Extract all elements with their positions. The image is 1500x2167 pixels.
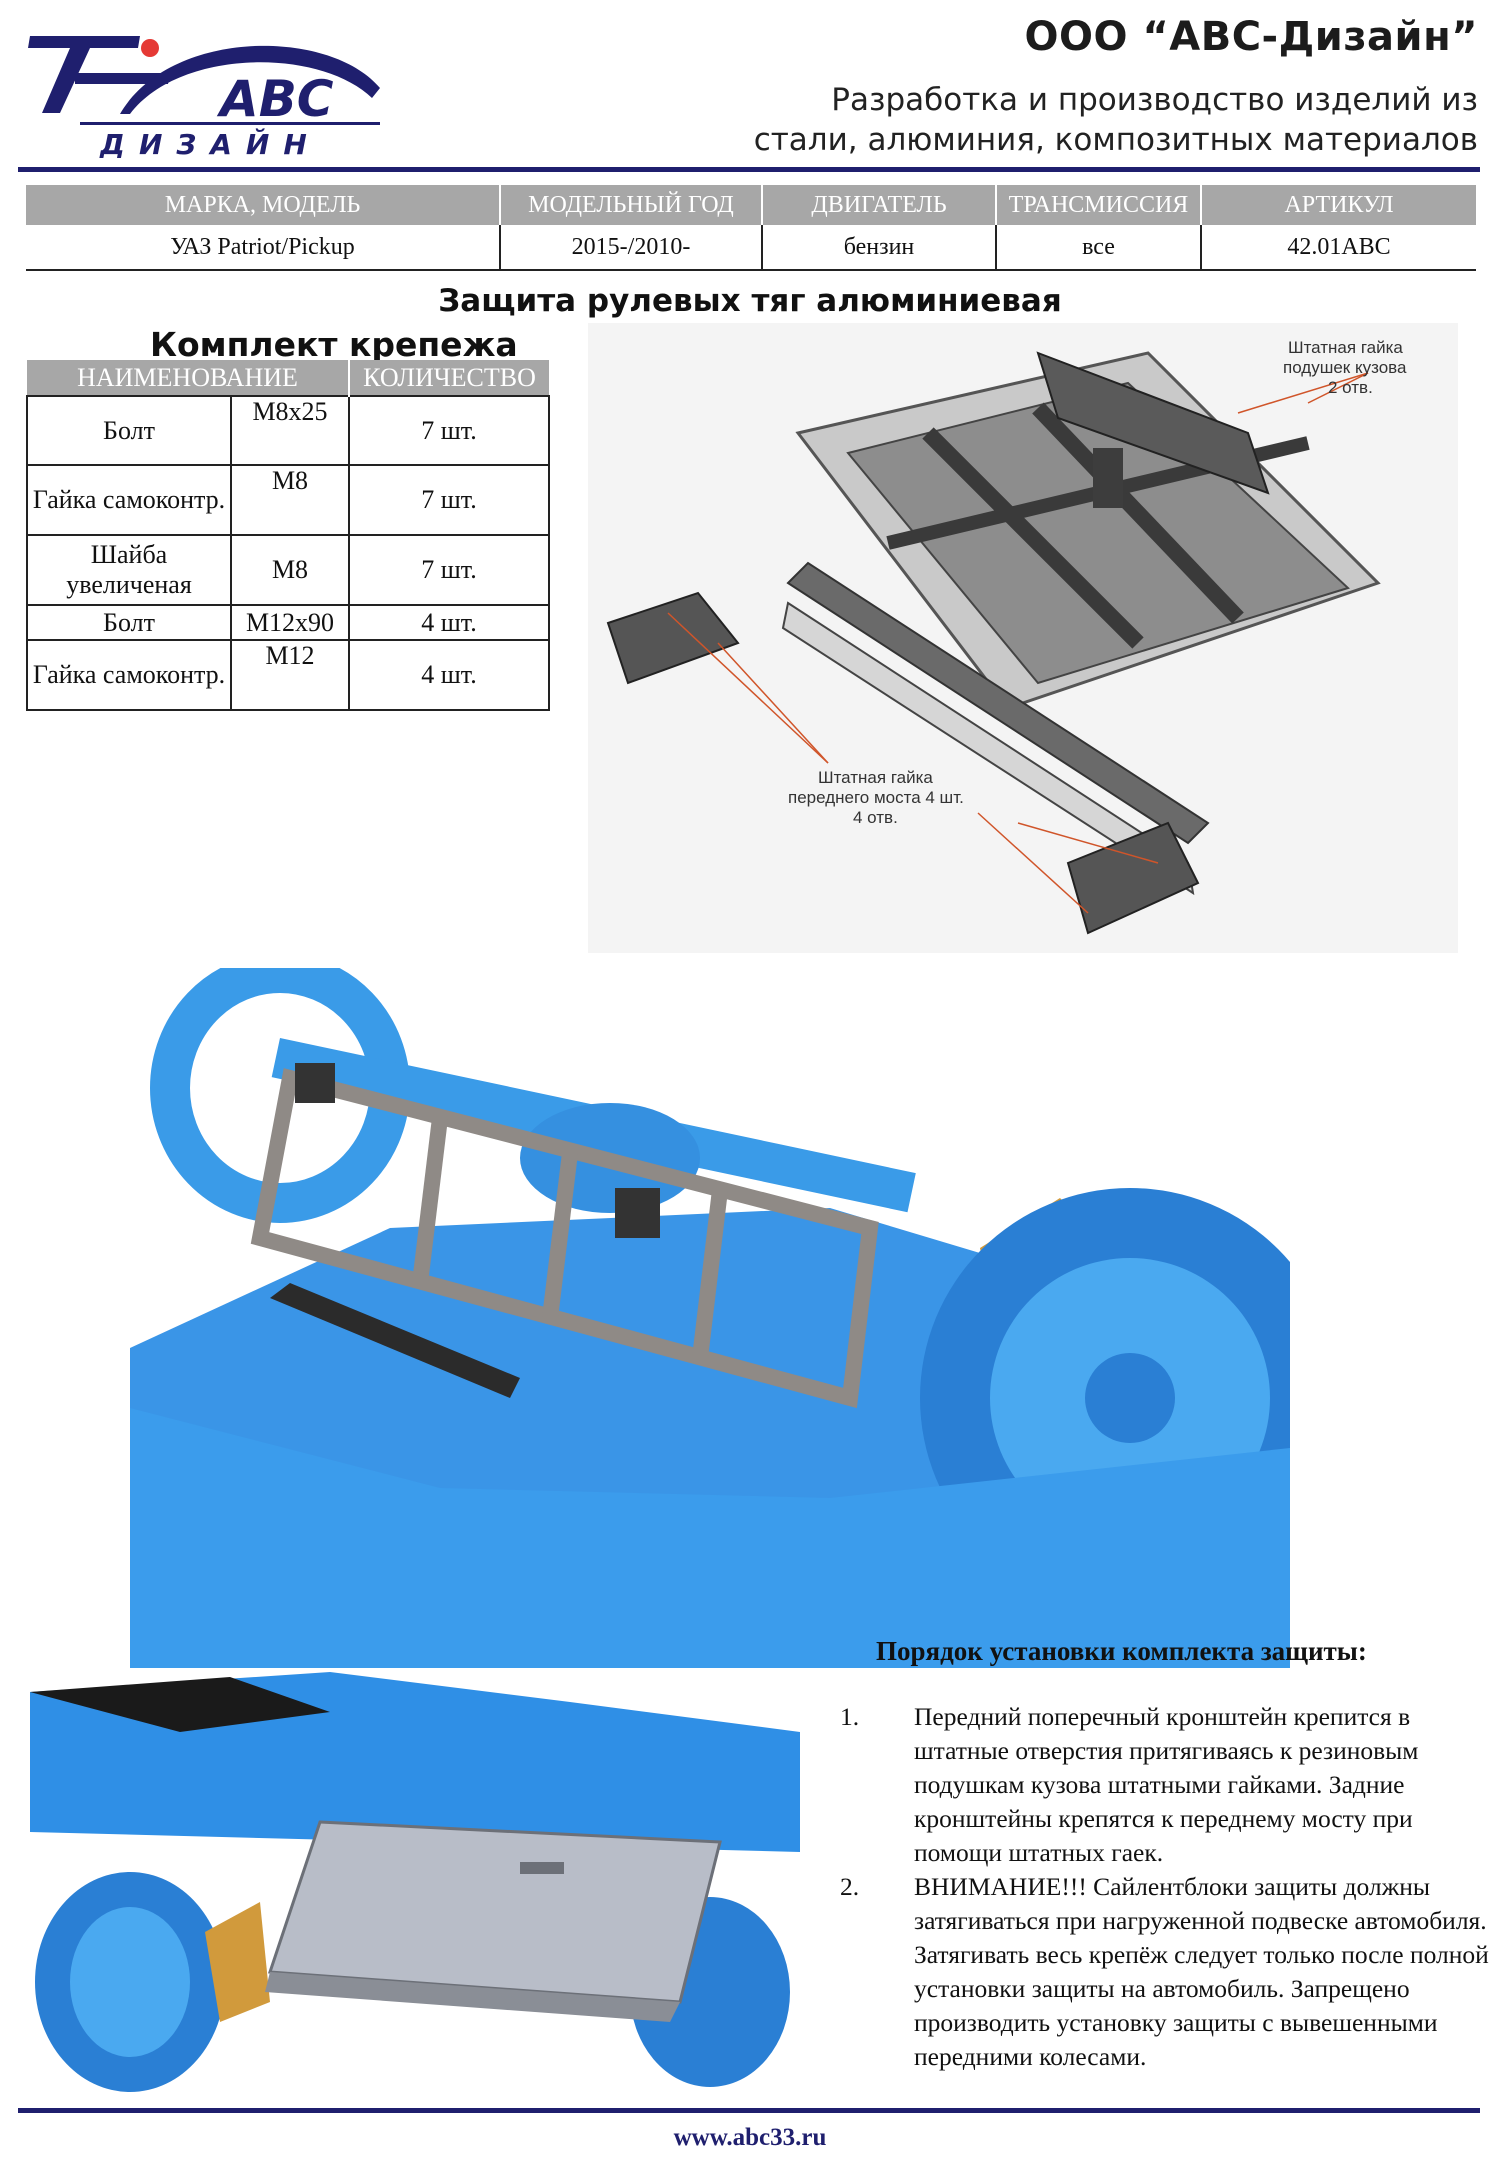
spec-cell: бензин bbox=[762, 225, 997, 270]
kit-item-size: М8х25 bbox=[230, 395, 350, 466]
header-divider bbox=[18, 167, 1480, 172]
spec-header-cell: ДВИГАТЕЛЬ bbox=[762, 185, 997, 225]
kit-item-qty: 7 шт. bbox=[348, 534, 550, 606]
company-name: ООО “АВС-Дизайн” bbox=[1024, 14, 1478, 60]
kit-item-size: М12х90 bbox=[230, 604, 350, 641]
svg-text:ABC: ABC bbox=[216, 70, 334, 128]
kit-row: Гайка самоконтр. М12 4 шт. bbox=[26, 639, 550, 711]
spec-header-row: МАРКА, МОДЕЛЬ МОДЕЛЬНЫЙ ГОД ДВИГАТЕЛЬ ТР… bbox=[26, 185, 1476, 225]
kit-table: НАИМЕНОВАНИЕ КОЛИЧЕСТВО Болт М8х25 7 шт.… bbox=[26, 360, 550, 711]
note-body-mount-3: 2 отв. bbox=[1328, 378, 1373, 397]
spec-header-cell: АРТИКУЛ bbox=[1201, 185, 1476, 225]
install-step: 2. ВНИМАНИЕ!!! Сайлентблоки защиты должн… bbox=[840, 1870, 1500, 2074]
kit-item-name: Гайка самоконтр. bbox=[26, 464, 232, 536]
step-number: 1. bbox=[840, 1702, 860, 1731]
note-body-mount-2: подушек кузова bbox=[1283, 358, 1407, 377]
kit-item-qty: 4 шт. bbox=[348, 604, 550, 641]
install-step: 1. Передний поперечный кронштейн крепитс… bbox=[840, 1700, 1500, 1870]
spec-cell: 42.01ABC bbox=[1287, 233, 1391, 260]
tagline-line-1: Разработка и производство изделий из bbox=[831, 82, 1478, 118]
kit-item-name: Болт bbox=[26, 604, 232, 641]
kit-item-qty: 7 шт. bbox=[348, 464, 550, 536]
step-text: ВНИМАНИЕ!!! Сайлентблоки защиты должны з… bbox=[914, 1872, 1489, 2071]
kit-row: Шайба увеличеная М8 7 шт. bbox=[26, 534, 550, 606]
kit-item-size: М8 bbox=[230, 464, 350, 536]
kit-item-name: Болт bbox=[26, 395, 232, 466]
spec-row: УАЗ Patriot/Pickup 2015-/2010- бензин вс… bbox=[26, 225, 1476, 270]
underbody-scan-image bbox=[130, 953, 1340, 1668]
note-axle-mount-3: 4 отв. bbox=[853, 808, 898, 827]
kit-item-name: Шайба увеличеная bbox=[26, 534, 232, 606]
kit-item-name: Гайка самоконтр. bbox=[26, 639, 232, 711]
company-logo: ABC ДИЗАЙН bbox=[20, 18, 390, 161]
mounting-diagram: Штатная гайка подушек кузова 2 отв. Штат… bbox=[588, 323, 1458, 953]
step-number: 2. bbox=[840, 1872, 860, 1901]
spec-cell: УАЗ Patriot/Pickup bbox=[26, 225, 501, 270]
step-text: Передний поперечный кронштейн крепится в… bbox=[914, 1702, 1419, 1867]
kit-item-size: М8 bbox=[230, 534, 350, 606]
spec-table: МАРКА, МОДЕЛЬ МОДЕЛЬНЫЙ ГОД ДВИГАТЕЛЬ ТР… bbox=[26, 185, 1476, 271]
kit-row: Болт М12х90 4 шт. bbox=[26, 604, 550, 641]
kit-title: Комплект крепежа bbox=[150, 325, 518, 364]
spec-header-cell: ТРАНСМИССИЯ bbox=[996, 185, 1202, 225]
kit-item-size: М12 bbox=[230, 639, 350, 711]
svg-text:ДИЗАЙН: ДИЗАЙН bbox=[99, 127, 321, 158]
spec-cell: все bbox=[996, 225, 1202, 270]
install-title: Порядок установки комплекта защиты: bbox=[876, 1636, 1367, 1666]
tagline-line-2: стали, алюминия, композитных материалов bbox=[753, 122, 1478, 158]
kit-header-name: НАИМЕНОВАНИЕ bbox=[27, 360, 350, 396]
spec-cell: 2015-/2010- bbox=[500, 225, 763, 270]
kit-header-qty: КОЛИЧЕСТВО bbox=[349, 360, 549, 396]
kit-item-qty: 7 шт. bbox=[348, 395, 550, 466]
page-title: Защита рулевых тяг алюминиевая bbox=[438, 283, 1062, 319]
kit-row: Болт М8х25 7 шт. bbox=[26, 395, 550, 466]
kit-header-row: НАИМЕНОВАНИЕ КОЛИЧЕСТВО bbox=[27, 360, 549, 396]
spec-header-cell: МАРКА, МОДЕЛЬ bbox=[26, 185, 501, 225]
kit-item-qty: 4 шт. bbox=[348, 639, 550, 711]
note-axle-mount: Штатная гайка bbox=[818, 768, 933, 787]
footer-divider bbox=[18, 2108, 1480, 2113]
company-tagline: Разработка и производство изделий из ста… bbox=[754, 80, 1478, 160]
note-axle-mount-2: переднего моста 4 шт. bbox=[788, 788, 964, 807]
footer-website[interactable]: www.abc33.ru bbox=[673, 2124, 827, 2151]
note-body-mount: Штатная гайка bbox=[1288, 338, 1403, 357]
spec-header-cell: МОДЕЛЬНЫЙ ГОД bbox=[500, 185, 763, 225]
install-steps: 1. Передний поперечный кронштейн крепитс… bbox=[840, 1700, 1500, 2074]
installed-plate-scan-image bbox=[30, 1672, 800, 2092]
kit-row: Гайка самоконтр. М8 7 шт. bbox=[26, 464, 550, 536]
